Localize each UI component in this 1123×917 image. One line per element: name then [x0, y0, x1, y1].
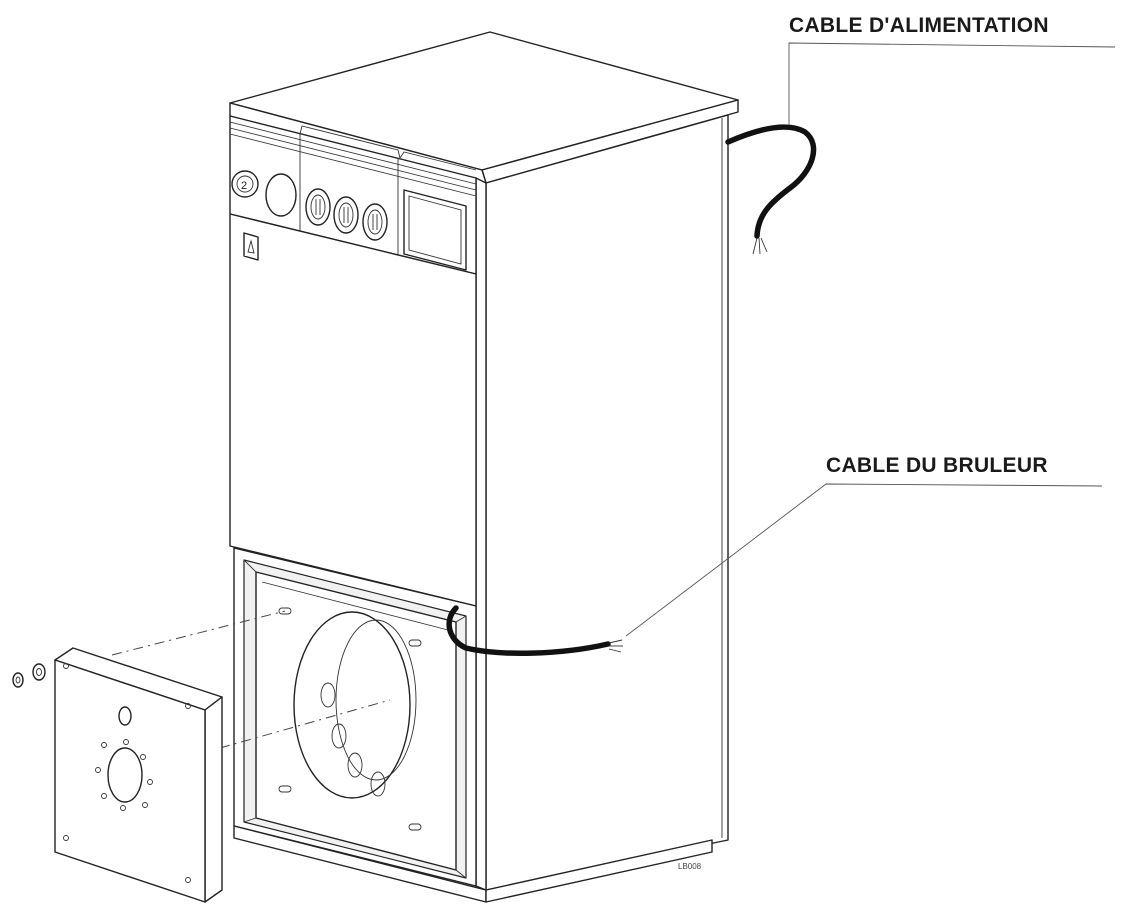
burner-mounting-plate	[54, 647, 223, 903]
boiler-side-panel	[485, 114, 729, 891]
warning-label-icon	[243, 232, 259, 261]
burner-port	[293, 611, 411, 799]
alignment-line	[219, 699, 391, 749]
switch-knob-icon	[333, 196, 359, 234]
burner-cable-leader	[625, 483, 1103, 637]
power-cable-label: CABLE D'ALIMENTATION	[789, 14, 1049, 37]
switch-knob-icon	[305, 188, 331, 226]
power-cable	[725, 124, 817, 255]
display-window	[403, 189, 467, 271]
front-frame-strip	[475, 177, 487, 891]
svg-text:2: 2	[241, 180, 247, 192]
alignment-line	[111, 610, 286, 656]
lower-burner-opening	[233, 547, 477, 887]
power-cable-leader	[788, 42, 1116, 125]
boiler-top-lid	[229, 31, 739, 184]
drawing-reference: LB008	[678, 862, 702, 871]
thermometer-gauge-icon	[231, 170, 259, 198]
burner-cable-label: CABLE DU BRULEUR	[826, 454, 1048, 477]
boiler-front-door	[229, 213, 477, 607]
switch-knob-icon	[362, 203, 388, 241]
burner-cable	[446, 605, 623, 656]
nut-and-washer	[12, 663, 46, 688]
round-indicator-icon	[265, 173, 297, 217]
boiler-base	[233, 825, 713, 903]
